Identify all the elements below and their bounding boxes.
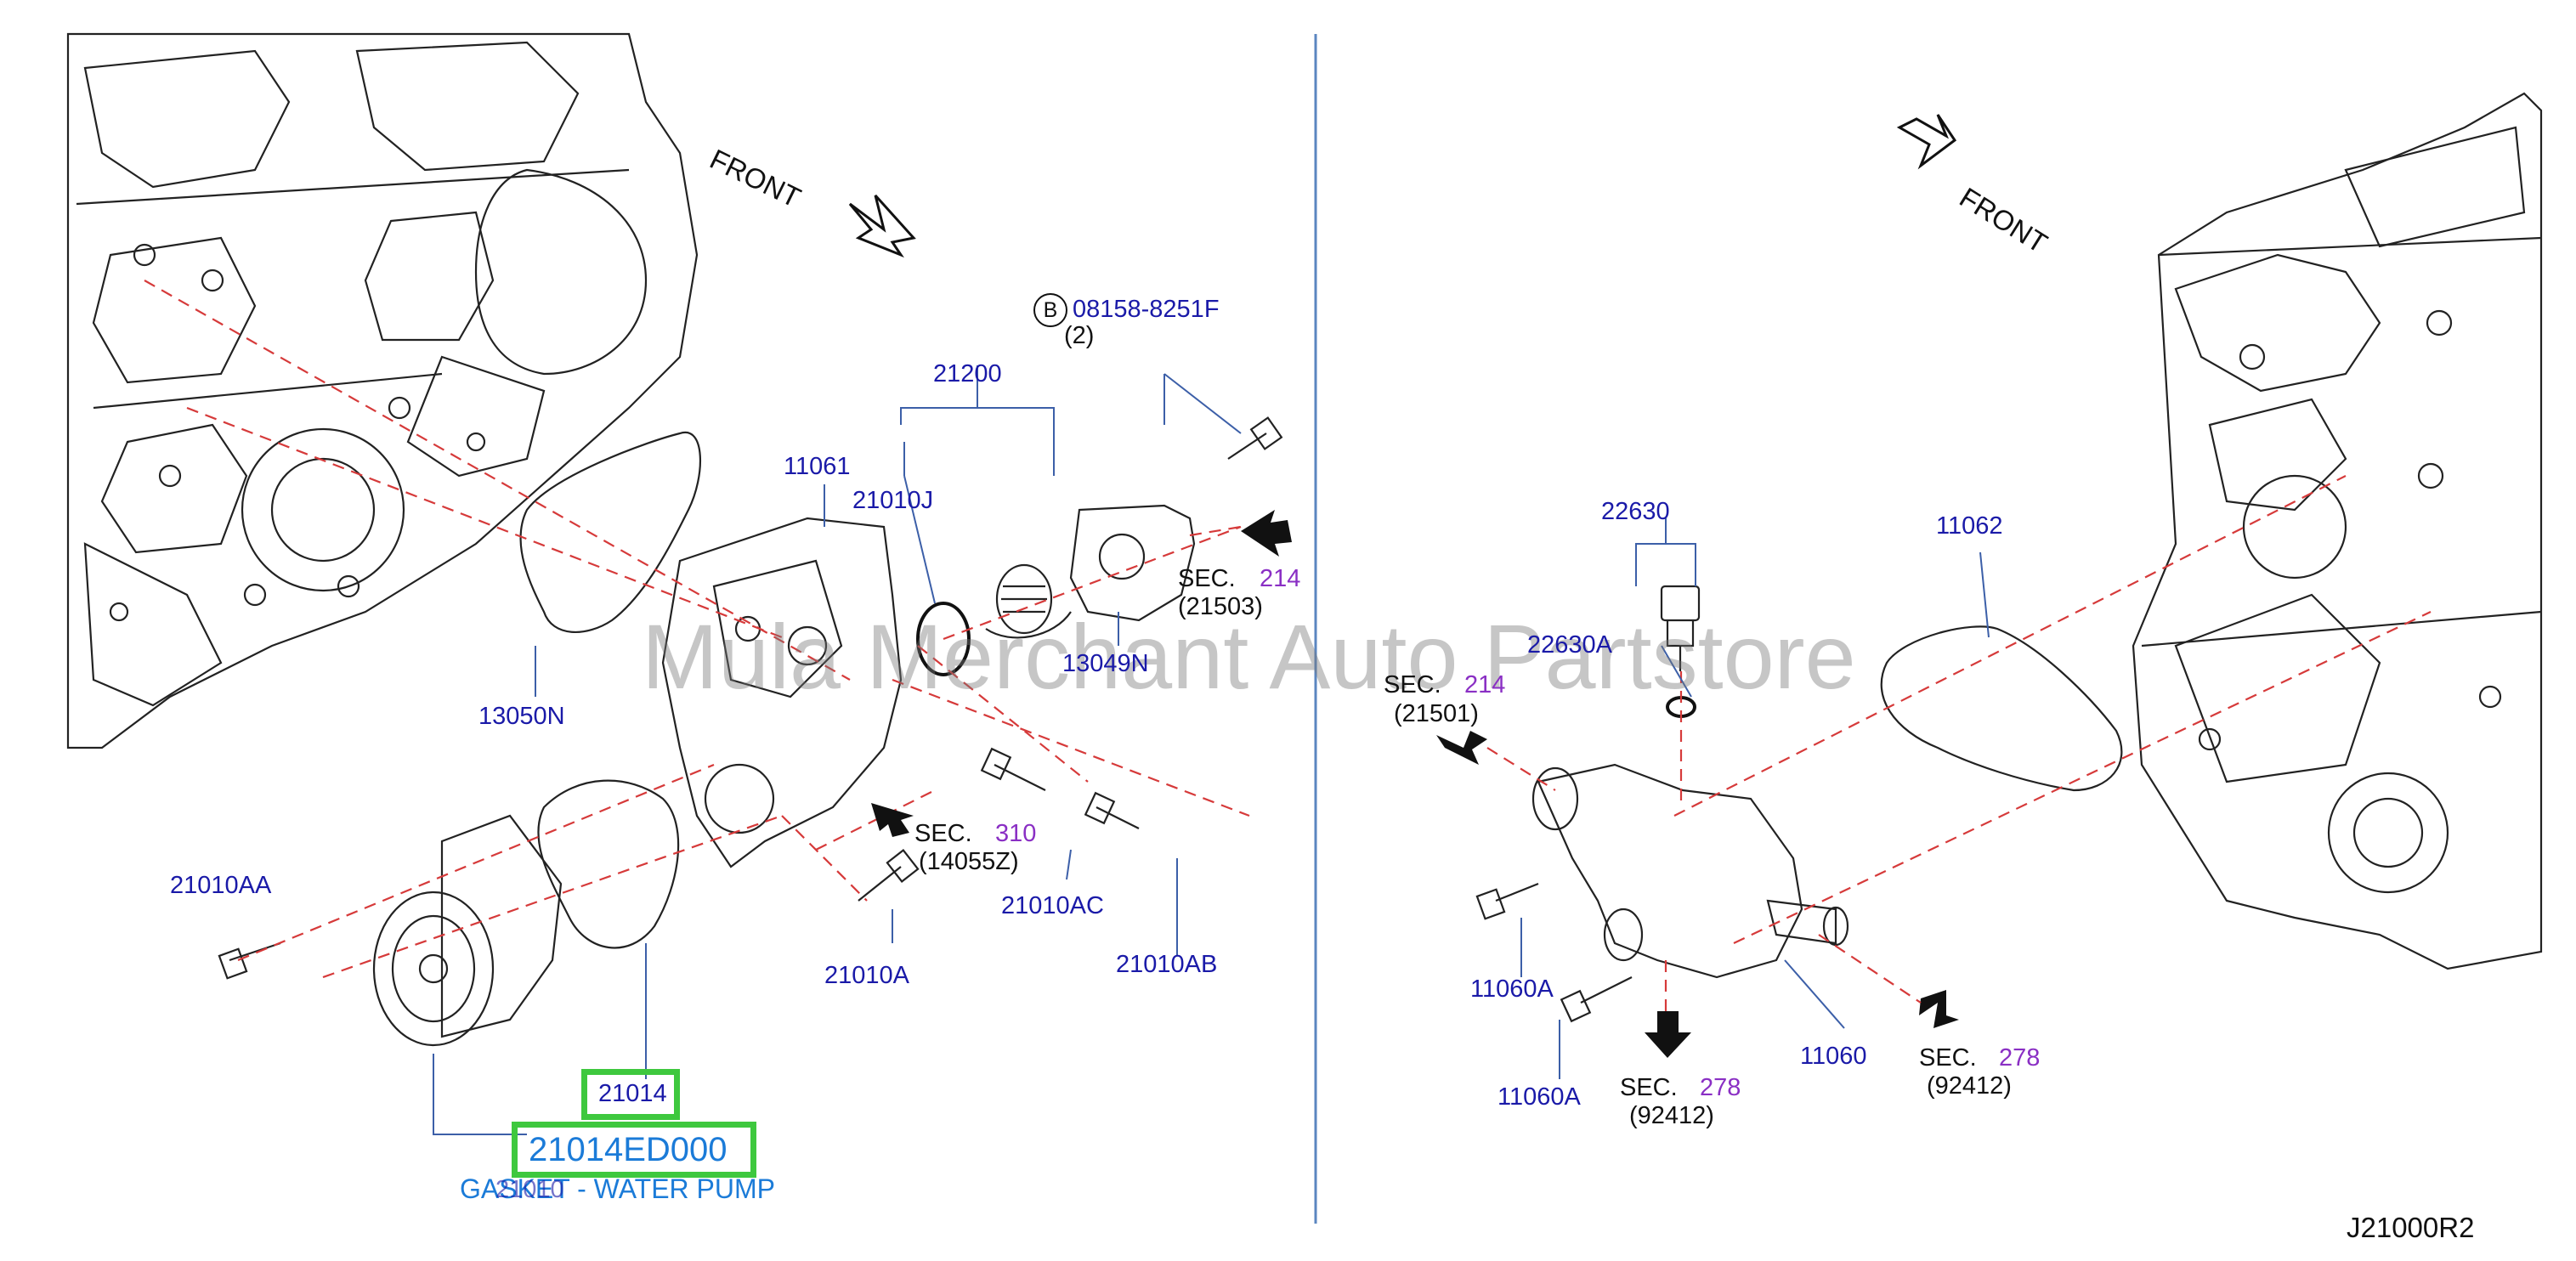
label-21010j[interactable]: 21010J	[852, 487, 934, 514]
label-13049n[interactable]: 13049N	[1062, 650, 1149, 677]
front-arrow-left	[848, 194, 916, 258]
leader-lines-blue-left	[433, 365, 1242, 1135]
gasket-13050n-shape	[519, 431, 701, 634]
sec-278-prefix-a: SEC.	[1620, 1074, 1678, 1101]
sec-278-num-a[interactable]: 278	[1700, 1074, 1741, 1101]
sec-310-prefix: SEC.	[914, 820, 972, 847]
section-arrows	[871, 510, 1959, 1058]
leader-lines-red-right	[1486, 475, 2432, 1011]
selected-part-code[interactable]: 21014ED000	[529, 1131, 728, 1168]
thermostat-21200-shape	[985, 563, 1072, 639]
sec-214-prefix-b: SEC.	[1384, 671, 1441, 698]
label-21014[interactable]: 21014	[598, 1080, 667, 1107]
label-21010ac[interactable]: 21010AC	[1001, 892, 1104, 919]
temp-sensor-22630-shape	[1660, 585, 1701, 671]
watermark-text: Mula Merchant Auto Partstore	[642, 605, 1856, 708]
water-outlet-11060-shape	[1531, 763, 1849, 979]
water-pump-21010-shape	[372, 814, 563, 1047]
highlight-box-21014	[581, 1069, 680, 1120]
label-22630[interactable]: 22630	[1601, 498, 1670, 525]
sec-278-ref-b: (92412)	[1927, 1072, 2012, 1100]
bolts-left	[218, 416, 1283, 980]
water-pump-housing-shape	[661, 517, 903, 868]
label-22630a[interactable]: 22630A	[1527, 631, 1612, 659]
o-ring-21010j-shape	[916, 602, 971, 676]
sec-278-ref-a: (92412)	[1629, 1102, 1714, 1129]
sec-214-num-a[interactable]: 214	[1260, 565, 1301, 592]
label-11061[interactable]: 11061	[784, 453, 851, 480]
label-08158-8251f[interactable]: 08158-8251F	[1073, 296, 1220, 323]
sec-214-ref-a: (21503)	[1178, 593, 1263, 620]
gasket-11062-shape	[1880, 625, 2123, 792]
sec-278-prefix-b: SEC.	[1919, 1044, 1977, 1072]
label-21010-overlap: 21010	[495, 1176, 564, 1203]
engine-block-right	[2132, 92, 2543, 970]
bolts-right	[1475, 882, 1633, 1023]
selected-part-description: GASKET - WATER PUMP	[460, 1173, 775, 1204]
label-08158-qty: (2)	[1064, 322, 1095, 349]
sec-214-num-b[interactable]: 214	[1464, 671, 1506, 698]
label-11062[interactable]: 11062	[1936, 512, 2003, 540]
diagram-ref-code: J21000R2	[2347, 1212, 2475, 1243]
label-13050n[interactable]: 13050N	[478, 703, 565, 730]
leader-lines-red-left	[144, 280, 1250, 979]
label-21010ab[interactable]: 21010AB	[1116, 951, 1218, 978]
sec-214-prefix-a: SEC.	[1178, 565, 1236, 592]
highlight-box-part-code	[512, 1122, 756, 1178]
label-21200[interactable]: 21200	[933, 360, 1002, 387]
label-21010aa[interactable]: 21010AA	[170, 872, 272, 899]
label-11060a-1[interactable]: 11060A	[1470, 975, 1554, 1003]
label-11060a-2[interactable]: 11060A	[1497, 1083, 1581, 1111]
label-21010a[interactable]: 21010A	[824, 962, 909, 989]
label-11060[interactable]: 11060	[1800, 1043, 1867, 1070]
sec-214-ref-b: (21501)	[1394, 700, 1479, 727]
bolt-marker-circle: B	[1033, 293, 1067, 327]
gasket-21014-shape	[537, 779, 680, 949]
sec-278-num-b[interactable]: 278	[1999, 1044, 2041, 1072]
front-arrow-right	[1896, 114, 1957, 170]
sec-310-ref: (14055Z)	[919, 848, 1019, 875]
engine-block-left	[66, 32, 699, 749]
sec-310-num[interactable]: 310	[995, 820, 1037, 847]
leader-lines-blue-right	[1520, 518, 1990, 1079]
thermostat-housing-13049n-shape	[1069, 504, 1196, 622]
